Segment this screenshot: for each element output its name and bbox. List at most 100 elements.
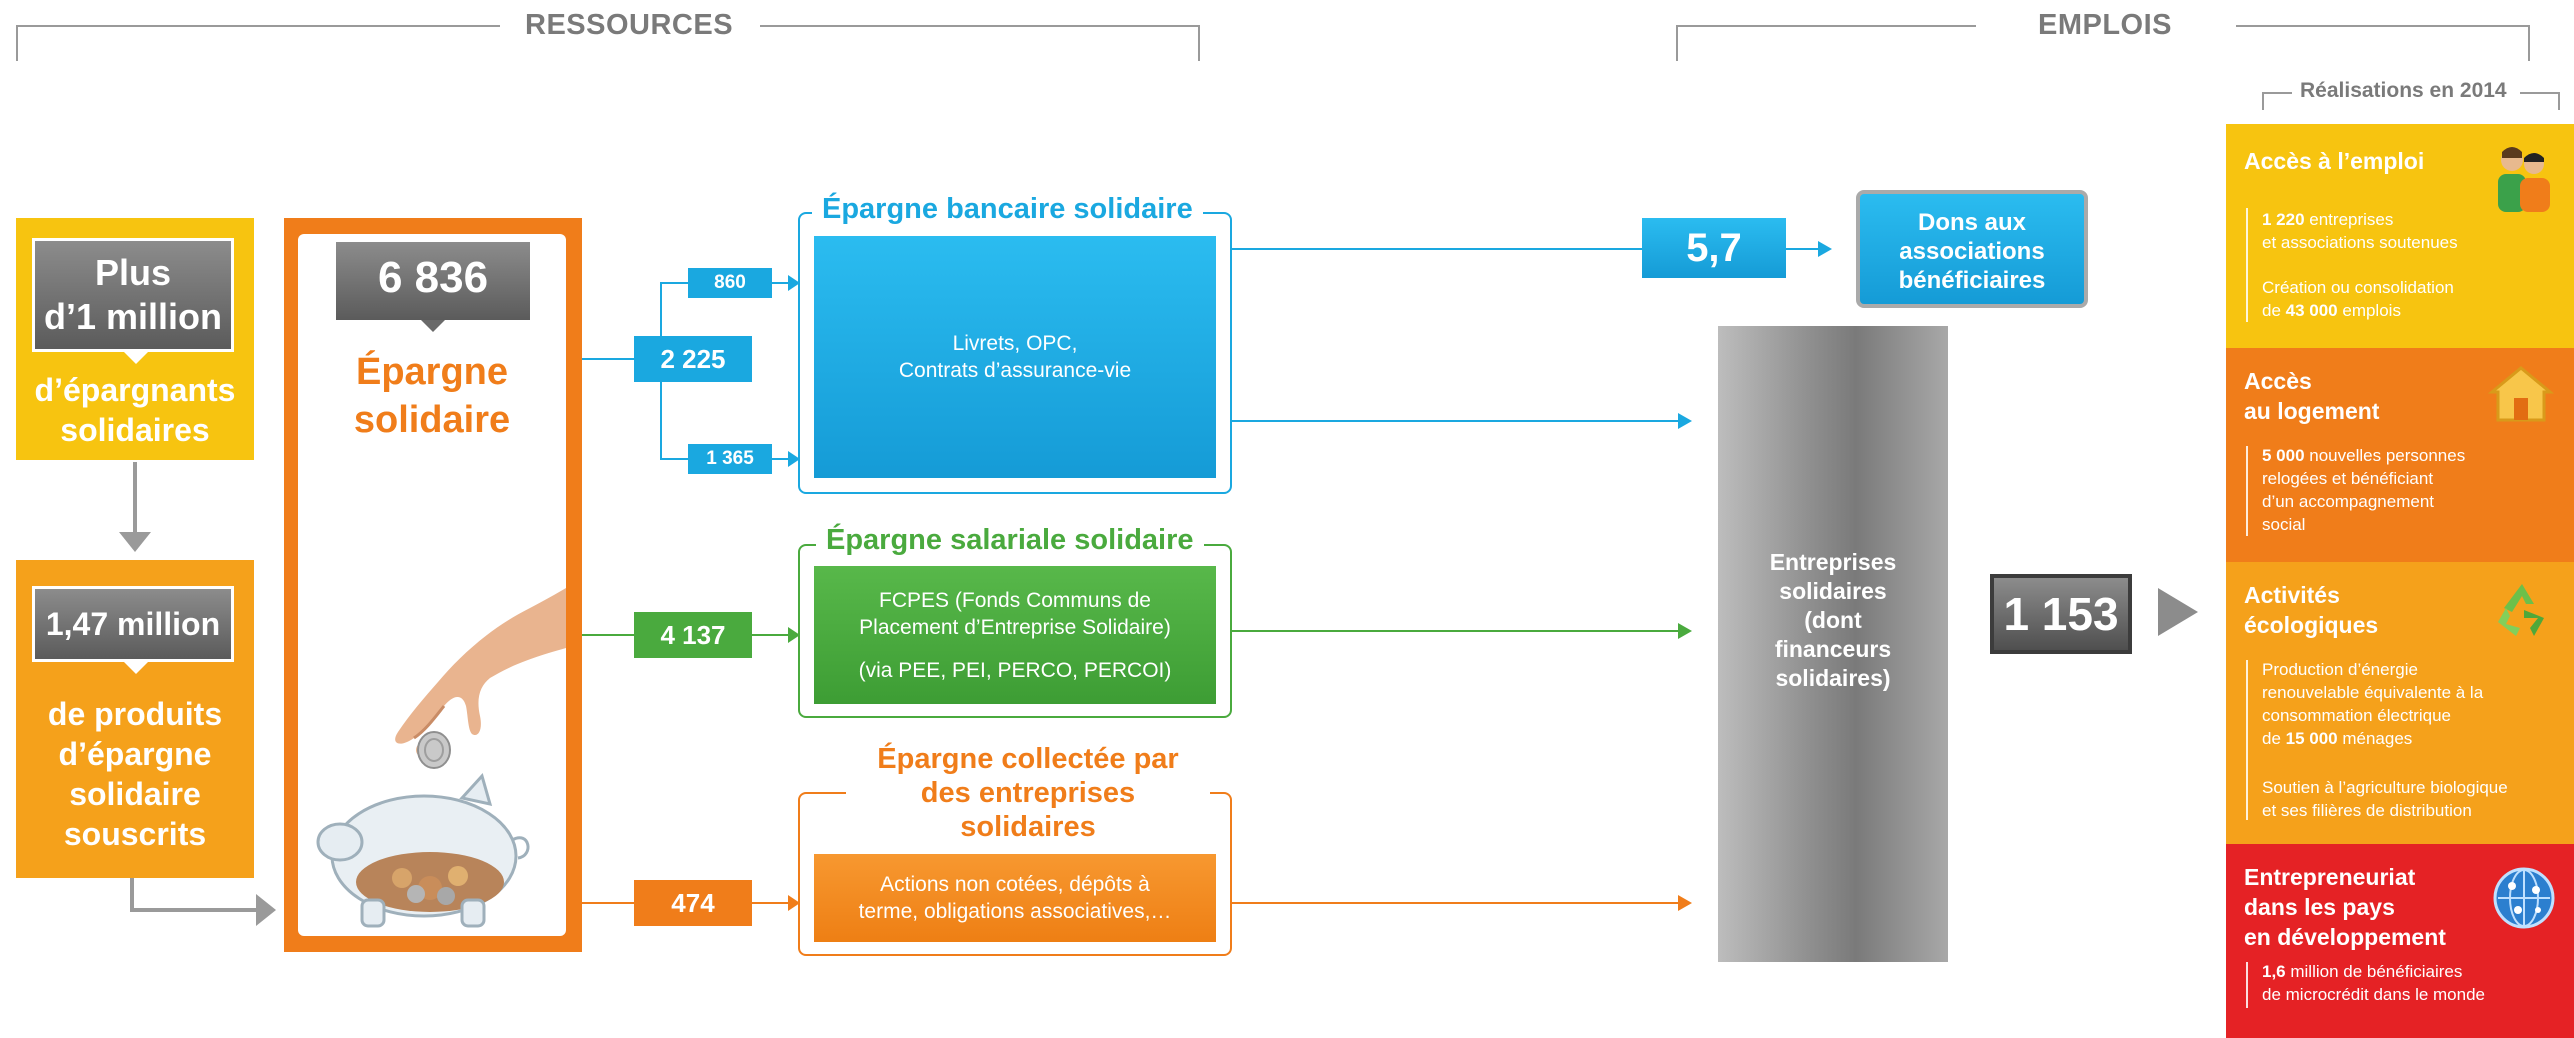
green-connector: [582, 634, 634, 636]
card-ecologie-title: Activités écologiques: [2244, 582, 2379, 638]
play-arrow-icon: [2158, 588, 2198, 636]
total-amount-tag: 6 836: [336, 242, 530, 320]
arrow-icon: [1678, 895, 1692, 911]
salary-content-main: FCPES (Fonds Communs de Placement d’Entr…: [859, 588, 1171, 639]
dons-box: Dons aux associations bénéficiaires: [1856, 190, 2088, 308]
total-savings-label: Épargne solidaire: [353, 351, 511, 441]
eco-num: 15 000: [2285, 729, 2338, 748]
collected-panel-content: Actions non cotées, dépôts à terme, obli…: [814, 854, 1216, 942]
ressources-bracket-left: [16, 25, 18, 61]
products-label: de produits d’épargne solidaire souscrit…: [47, 696, 223, 852]
emplois-bracket-line-right: [2236, 25, 2530, 27]
emplois-title: EMPLOIS: [2038, 9, 2173, 41]
emploi-text-2: Création ou consolidation de: [2262, 278, 2454, 320]
blue-connector-up-h: [660, 282, 688, 284]
hand-icon: [395, 588, 566, 760]
card-developpement: Entrepreneuriat dans les pays en dévelop…: [2226, 844, 2574, 1038]
savers-label: d’épargnants solidaires: [34, 372, 236, 448]
blue-connector-down: [660, 382, 662, 458]
card-ecologie-bar: [2246, 660, 2248, 820]
green-output-line: [1232, 630, 1680, 632]
emploi-num-2: 43 000: [2285, 301, 2338, 320]
collected-value: 474: [634, 880, 752, 926]
card-logement-bar: [2246, 446, 2248, 536]
blue-connector-top-end: [772, 282, 792, 284]
card-emploi-text1: 1 220 entreprises et associations souten…: [2262, 208, 2458, 254]
orange-connector: [582, 902, 634, 904]
card-emploi-text2: Création ou consolidation de 43 000 empl…: [2262, 276, 2454, 322]
arrow-icon: [1678, 413, 1692, 429]
house-icon: [2488, 366, 2554, 422]
arrow-icon: [788, 451, 800, 467]
card-developpement-text: 1,6 million de bénéficiaires de microcré…: [2262, 960, 2485, 1006]
total-tag-pointer: [421, 320, 445, 332]
products-down-line: [130, 878, 134, 910]
blue-connector-up: [660, 282, 662, 336]
card-developpement-bar: [2246, 962, 2248, 1008]
realisations-title: Réalisations en 2014: [2300, 79, 2507, 102]
card-emploi: Accès à l’emploi 1 220 entreprises et as…: [2226, 124, 2574, 348]
salary-value: 4 137: [634, 612, 752, 658]
card-logement-text: 5 000 nouvelles personnes relogées et bé…: [2262, 444, 2465, 536]
salary-panel-title: Épargne salariale solidaire: [816, 524, 1204, 557]
savers-down-line: [133, 462, 137, 536]
card-emploi-title: Accès à l’emploi: [2244, 148, 2425, 174]
collected-panel-title: Épargne collectée par des entreprises so…: [846, 742, 1210, 844]
card-ecologie-text1: Production d’énergie renouvelable équiva…: [2262, 658, 2483, 750]
ressources-bracket-right: [1198, 25, 1200, 61]
emplois-bracket-left: [1676, 25, 1678, 61]
savers-tag-pointer: [124, 352, 148, 364]
right-arrow-icon: [256, 894, 276, 926]
arrow-icon: [788, 895, 800, 911]
green-connector-end: [752, 634, 792, 636]
bank-top-value: 860: [688, 268, 772, 298]
arrow-icon: [788, 627, 800, 643]
entreprises-column: [1718, 326, 1948, 962]
emplois-bracket-line-left: [1676, 25, 1976, 27]
card-logement-title: Accès au logement: [2244, 368, 2380, 424]
coin-icon: [417, 731, 451, 769]
card-ecologie: Activités écologiques Production d’énerg…: [2226, 562, 2574, 844]
realisations-bracket-left: [2262, 92, 2264, 110]
dev-num: 1,6: [2262, 962, 2286, 981]
bank-panel-title: Épargne bancaire solidaire: [812, 193, 1203, 226]
eco-text-2: ménages: [2337, 729, 2413, 748]
ressources-title: RESSOURCES: [525, 9, 734, 41]
realisations-line-left: [2262, 92, 2292, 94]
orange-connector-end: [752, 902, 792, 904]
card-emploi-bar: [2246, 208, 2248, 322]
products-tag-pointer: [124, 662, 148, 674]
logement-num: 5 000: [2262, 446, 2305, 465]
blue-connector-main: [582, 358, 634, 360]
salary-panel-content: FCPES (Fonds Communs de Placement d’Entr…: [814, 566, 1216, 704]
arrow-icon: [1678, 623, 1692, 639]
eco-text-1: Production d’énergie renouvelable équiva…: [2262, 660, 2484, 748]
recycle-icon: [2498, 584, 2544, 636]
card-ecologie-text2: Soutien à l’agriculture biologique et se…: [2262, 778, 2508, 820]
dons-value: 5,7: [1642, 218, 1786, 278]
blue-connector-down-h: [660, 458, 688, 460]
ressources-bracket-line-left: [16, 25, 500, 27]
salary-content-sub: (via PEE, PEI, PERCO, PERCOI): [858, 658, 1172, 682]
emploi-text-3: emplois: [2337, 301, 2401, 320]
blue-output-line-top: [1232, 248, 1642, 250]
orange-output-line: [1232, 902, 1680, 904]
down-arrow-icon: [119, 532, 151, 552]
bank-total-value: 2 225: [634, 336, 752, 382]
emploi-text-1: entreprises et associations soutenues: [2262, 210, 2458, 252]
bank-bottom-value: 1 365: [688, 444, 772, 474]
logement-text: nouvelles personnes relogées et bénéfici…: [2262, 446, 2466, 534]
globe-icon: [2493, 867, 2555, 929]
card-logement: Accès au logement 5 000 nouvelles person…: [2226, 348, 2574, 562]
arrow-icon: [1818, 241, 1832, 257]
blue-to-dons-line: [1786, 248, 1820, 250]
blue-connector-bottom-end: [772, 458, 792, 460]
people-icon: [2498, 147, 2550, 212]
realisations-line-right: [2520, 92, 2560, 94]
ressources-bracket-line-right: [760, 25, 1200, 27]
blue-output-line-bottom: [1232, 420, 1680, 422]
final-value: 1 153: [1990, 574, 2132, 654]
products-count-tag: 1,47 million: [32, 586, 234, 662]
bank-panel-content: Livrets, OPC, Contrats d’assurance-vie: [814, 236, 1216, 478]
arrow-icon: [788, 275, 800, 291]
